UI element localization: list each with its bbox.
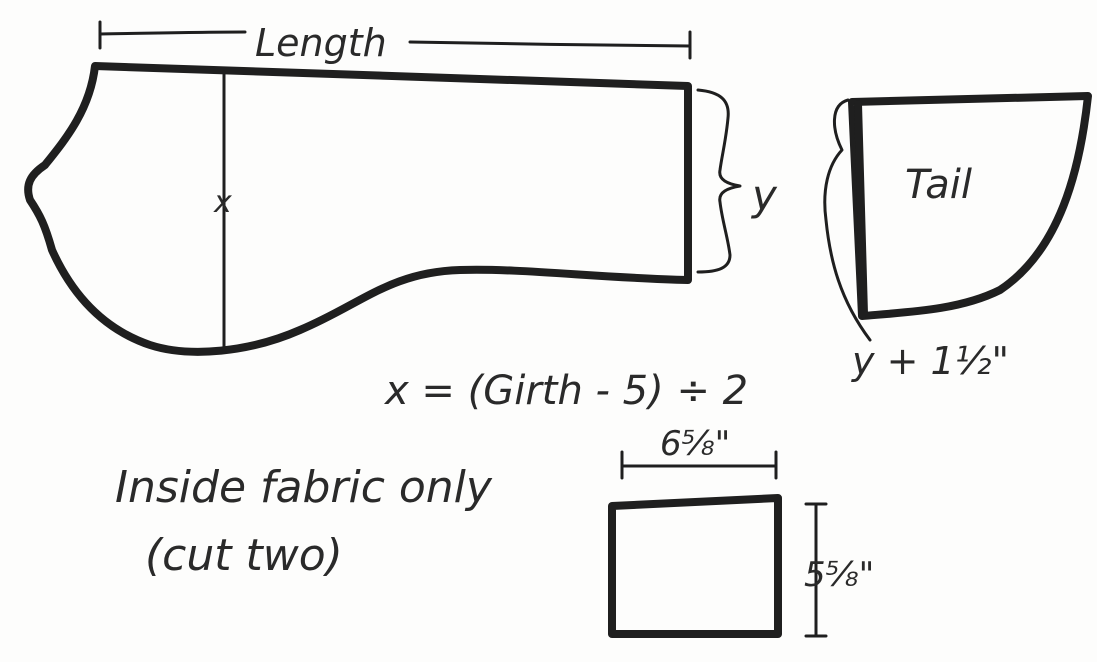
panel-outline (608, 494, 782, 638)
tail-width-label: y + 1½" (851, 339, 1009, 383)
inside-note-line2: (cut two) (145, 530, 343, 581)
tail-left-edge (854, 100, 868, 318)
tail-label: Tail (905, 162, 972, 208)
inside-fabric-note: Inside fabric only (cut two) (115, 462, 493, 581)
body-piece-outline (24, 62, 692, 356)
length-label: Length (255, 21, 387, 65)
x-formula: x = (Girth - 5) ÷ 2 (383, 368, 748, 414)
length-dimension: Length (98, 20, 692, 65)
inside-note-line1: Inside fabric only (115, 462, 493, 513)
tail-width-brace (823, 98, 872, 342)
panel-width-label: 6⅝" (660, 424, 730, 464)
tail-piece-outline (848, 92, 1092, 320)
body-piece: x (24, 62, 692, 356)
panel-piece: 6⅝" 5⅝" (608, 424, 874, 638)
panel-height-label: 5⅝" (804, 555, 874, 595)
x-label: x (213, 185, 232, 220)
y-brace: y (696, 88, 778, 274)
y-label: y (750, 171, 778, 220)
tail-piece: Tail y + 1½" (823, 92, 1092, 383)
y-brace-path (696, 88, 742, 274)
length-line-left (98, 30, 247, 36)
length-line-right (408, 40, 692, 48)
